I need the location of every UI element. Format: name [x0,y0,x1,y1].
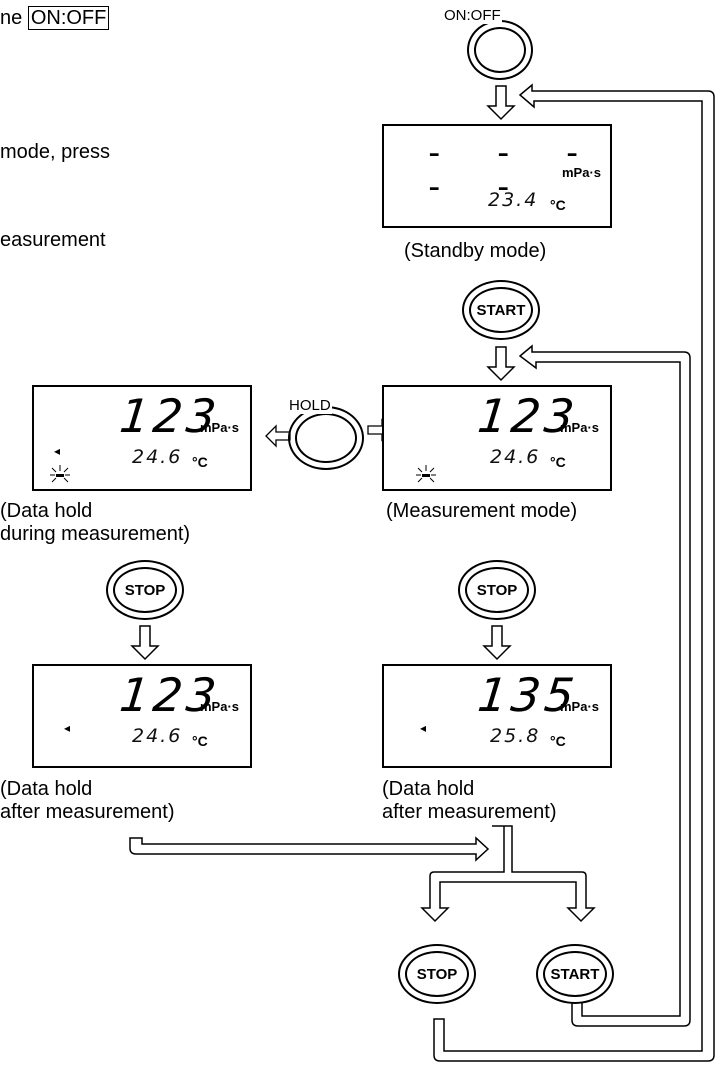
hold-after-left-temp: 24.6 [132,725,183,747]
blink-indicator-icon [48,463,72,485]
onoff-label: ON:OFF [443,7,502,24]
intro-line-1-text: ne [0,7,23,29]
stop-label: STOP [476,581,518,599]
hold-during-unit: mPa·s [200,420,240,435]
standby-unit: mPa·s [562,165,602,180]
caption-hold-after-left-line1: (Data hold [0,778,93,800]
hold-indicator-icon: ◂ [64,721,71,735]
measurement-temp-unit: °C [550,454,566,470]
caption-hold-after-right-line1: (Data hold [382,778,475,800]
standby-temp-unit: °C [550,197,566,213]
caption-hold-during-line2: during measurement) [0,523,191,545]
display-measurement: 123 mPa·s 24.6 °C [382,385,612,491]
stop-button-right[interactable]: STOP [458,560,536,620]
stop-button-left[interactable]: STOP [106,560,184,620]
arrow-split [420,825,596,923]
display-hold-after-right: 135 mPa·s 25.8 °C ◂ [382,664,612,768]
start-button-bottom[interactable]: START [536,944,614,1004]
display-hold-after-left: 123 mPa·s 24.6 °C ◂ [32,664,252,768]
intro-key-label: ON:OFF [27,6,110,30]
start-label: START [476,301,526,319]
start-button[interactable]: START [462,280,540,340]
caption-hold-after-right-line2: after measurement) [382,801,557,823]
hold-after-left-temp-unit: °C [192,733,208,749]
onoff-button[interactable]: ON:OFF [443,8,541,80]
arrow-left-to-right [129,836,490,862]
hold-after-right-temp-unit: °C [550,733,566,749]
standby-temp: 23.4 [488,189,539,211]
stop-label: STOP [416,965,458,983]
caption-standby: (Standby mode) [404,240,547,262]
stop-label: STOP [124,581,166,599]
display-hold-during: 123 mPa·s 24.6 °C ◂ [32,385,252,491]
display-standby: - - - - - mPa·s 23.4 °C [382,124,612,228]
hold-indicator-icon: ◂ [54,444,61,458]
hold-indicator-icon: ◂ [420,721,427,735]
measurement-unit: mPa·s [560,420,600,435]
caption-hold-during-line1: (Data hold [0,500,93,522]
intro-line-3: easurement [0,229,106,251]
return-loop-outer [433,83,715,1062]
hold-label: HOLD [288,397,332,414]
hold-after-left-unit: mPa·s [200,699,240,714]
standby-main-readout: - - - - - [424,133,597,207]
hold-after-right-temp: 25.8 [490,725,541,747]
stop-button-bottom[interactable]: STOP [398,944,476,1004]
hold-after-right-unit: mPa·s [560,699,600,714]
blink-indicator-icon [414,463,438,485]
hold-during-temp-unit: °C [192,454,208,470]
intro-line-2: mode, press [0,141,111,163]
arrow-hold-left [265,424,291,448]
arrow-stop-left-down [130,625,160,661]
start-label: START [550,965,600,983]
caption-hold-after-right: (Data hold after measurement) [382,778,557,824]
arrow-start-to-measurement [486,346,516,382]
arrow-stop-right-down [482,625,512,661]
intro-line-1: ne ON:OFF [0,6,110,30]
caption-hold-during: (Data hold during measurement) [0,500,190,546]
caption-hold-after-left: (Data hold after measurement) [0,778,175,824]
measurement-temp: 24.6 [490,446,541,468]
arrow-onoff-to-standby [486,85,516,121]
caption-hold-after-left-line2: after measurement) [0,801,175,823]
caption-measurement: (Measurement mode) [386,500,578,522]
hold-during-temp: 24.6 [132,446,183,468]
hold-button[interactable]: HOLD [280,398,372,470]
